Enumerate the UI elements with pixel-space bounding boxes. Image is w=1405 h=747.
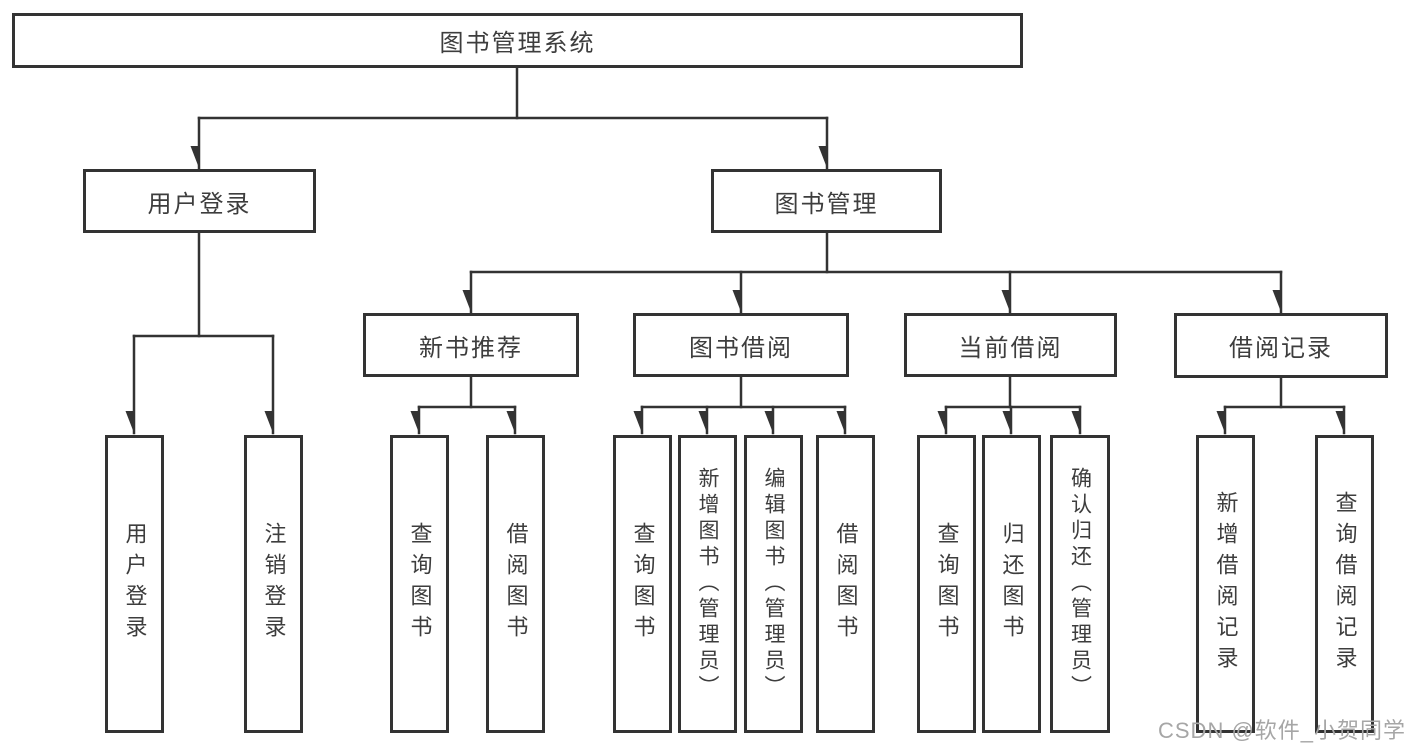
node-new-book-recommend: 新书推荐	[363, 313, 579, 377]
node-book-management: 图书管理	[711, 169, 942, 233]
node-user-login-label: 用户登录	[147, 190, 252, 218]
leaf-confirm-return-admin-label: 确认归还（管理员）	[1068, 467, 1092, 701]
leaf-query-borrow-record: 查询借阅记录	[1315, 435, 1374, 733]
leaf-add-borrow-record-label: 新增借阅记录	[1213, 491, 1239, 677]
node-root-system: 图书管理系统	[12, 13, 1023, 68]
leaf-add-books-admin-label: 新增图书（管理员）	[696, 467, 719, 701]
node-book-management-label: 图书管理	[774, 190, 879, 218]
leaf-borrow-books-recommend-label: 借阅图书	[503, 522, 529, 646]
leaf-query-books-current-label: 查询图书	[934, 522, 960, 646]
leaf-query-books-borrowing: 查询图书	[613, 435, 672, 733]
node-new-book-recommend-label: 新书推荐	[419, 334, 523, 362]
leaf-query-books-recommend: 查询图书	[390, 435, 449, 733]
leaf-return-books-label: 归还图书	[999, 522, 1025, 646]
leaf-user-login: 用户登录	[105, 435, 164, 733]
leaf-query-borrow-record-label: 查询借阅记录	[1332, 491, 1358, 677]
node-borrowing-records-label: 借阅记录	[1229, 335, 1333, 362]
node-user-login: 用户登录	[83, 169, 316, 233]
leaf-query-books-borrowing-label: 查询图书	[630, 522, 656, 646]
leaf-borrow-books-borrowing-label: 借阅图书	[833, 522, 859, 646]
node-borrowing-records: 借阅记录	[1174, 313, 1388, 378]
csdn-watermark: CSDN @软件_小贺同学	[1158, 718, 1405, 743]
leaf-logout: 注销登录	[244, 435, 303, 733]
node-root-system-label: 图书管理系统	[439, 30, 596, 57]
leaf-return-books: 归还图书	[982, 435, 1041, 733]
leaf-query-books-current: 查询图书	[917, 435, 976, 733]
leaf-borrow-books-borrowing: 借阅图书	[816, 435, 875, 733]
node-current-borrowing-label: 当前借阅	[958, 334, 1063, 362]
leaf-add-borrow-record: 新增借阅记录	[1196, 435, 1255, 733]
node-current-borrowing: 当前借阅	[904, 313, 1117, 377]
leaf-edit-books-admin: 编辑图书（管理员）	[744, 435, 803, 733]
leaf-query-books-recommend-label: 查询图书	[407, 522, 433, 646]
node-book-borrowing: 图书借阅	[633, 313, 849, 377]
node-book-borrowing-label: 图书借阅	[689, 334, 793, 362]
leaf-logout-label: 注销登录	[261, 522, 287, 646]
leaf-edit-books-admin-label: 编辑图书（管理员）	[762, 467, 785, 701]
leaf-user-login-label: 用户登录	[122, 522, 148, 646]
leaf-confirm-return-admin: 确认归还（管理员）	[1050, 435, 1110, 733]
leaf-borrow-books-recommend: 借阅图书	[486, 435, 545, 733]
leaf-add-books-admin: 新增图书（管理员）	[678, 435, 737, 733]
